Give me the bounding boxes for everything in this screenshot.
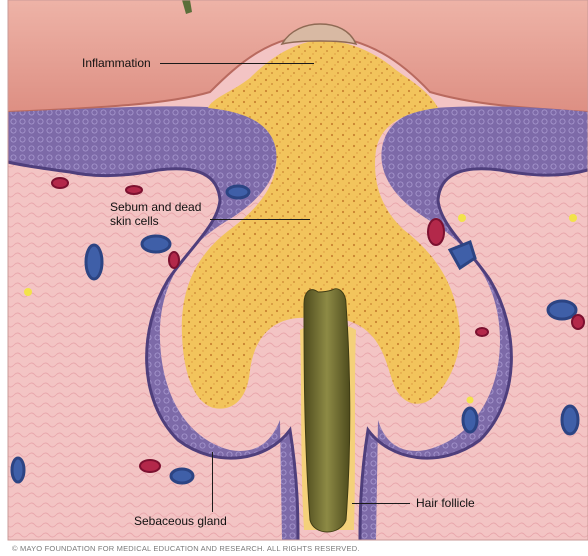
leader-sebum	[210, 219, 310, 220]
label-sebum: Sebum and dead skin cells	[110, 200, 206, 228]
label-inflammation: Inflammation	[82, 56, 151, 70]
leader-inflammation	[160, 63, 314, 64]
label-hair-follicle: Hair follicle	[416, 496, 475, 510]
leader-sebaceous-gland	[212, 452, 213, 512]
copyright-notice: © MAYO FOUNDATION FOR MEDICAL EDUCATION …	[12, 544, 360, 553]
hair-shaft	[304, 289, 350, 532]
leader-hair-follicle	[352, 503, 410, 504]
label-sebaceous-gland: Sebaceous gland	[134, 514, 227, 528]
